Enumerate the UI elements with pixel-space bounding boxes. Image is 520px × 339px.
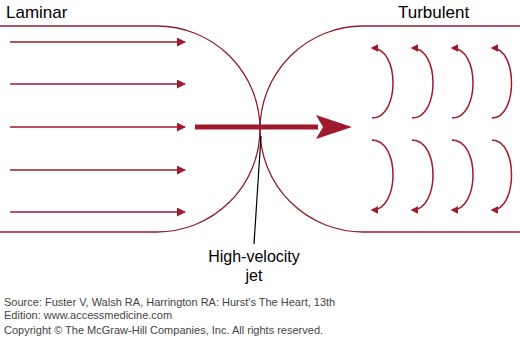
callout-label: High-velocity jet <box>198 247 310 285</box>
section-label: Laminar <box>6 3 67 23</box>
turbulent-eddies <box>372 48 512 210</box>
section-label: Turbulent <box>398 3 469 23</box>
tube-outlines <box>0 26 520 232</box>
leader-line <box>254 136 261 244</box>
copyright-note: Copyright © The McGraw-Hill Companies, I… <box>4 324 323 337</box>
high-velocity-jet <box>195 115 352 139</box>
laminar-arrows <box>10 42 185 212</box>
source-note: Source: Fuster V, Walsh RA, Harrington R… <box>4 296 349 322</box>
